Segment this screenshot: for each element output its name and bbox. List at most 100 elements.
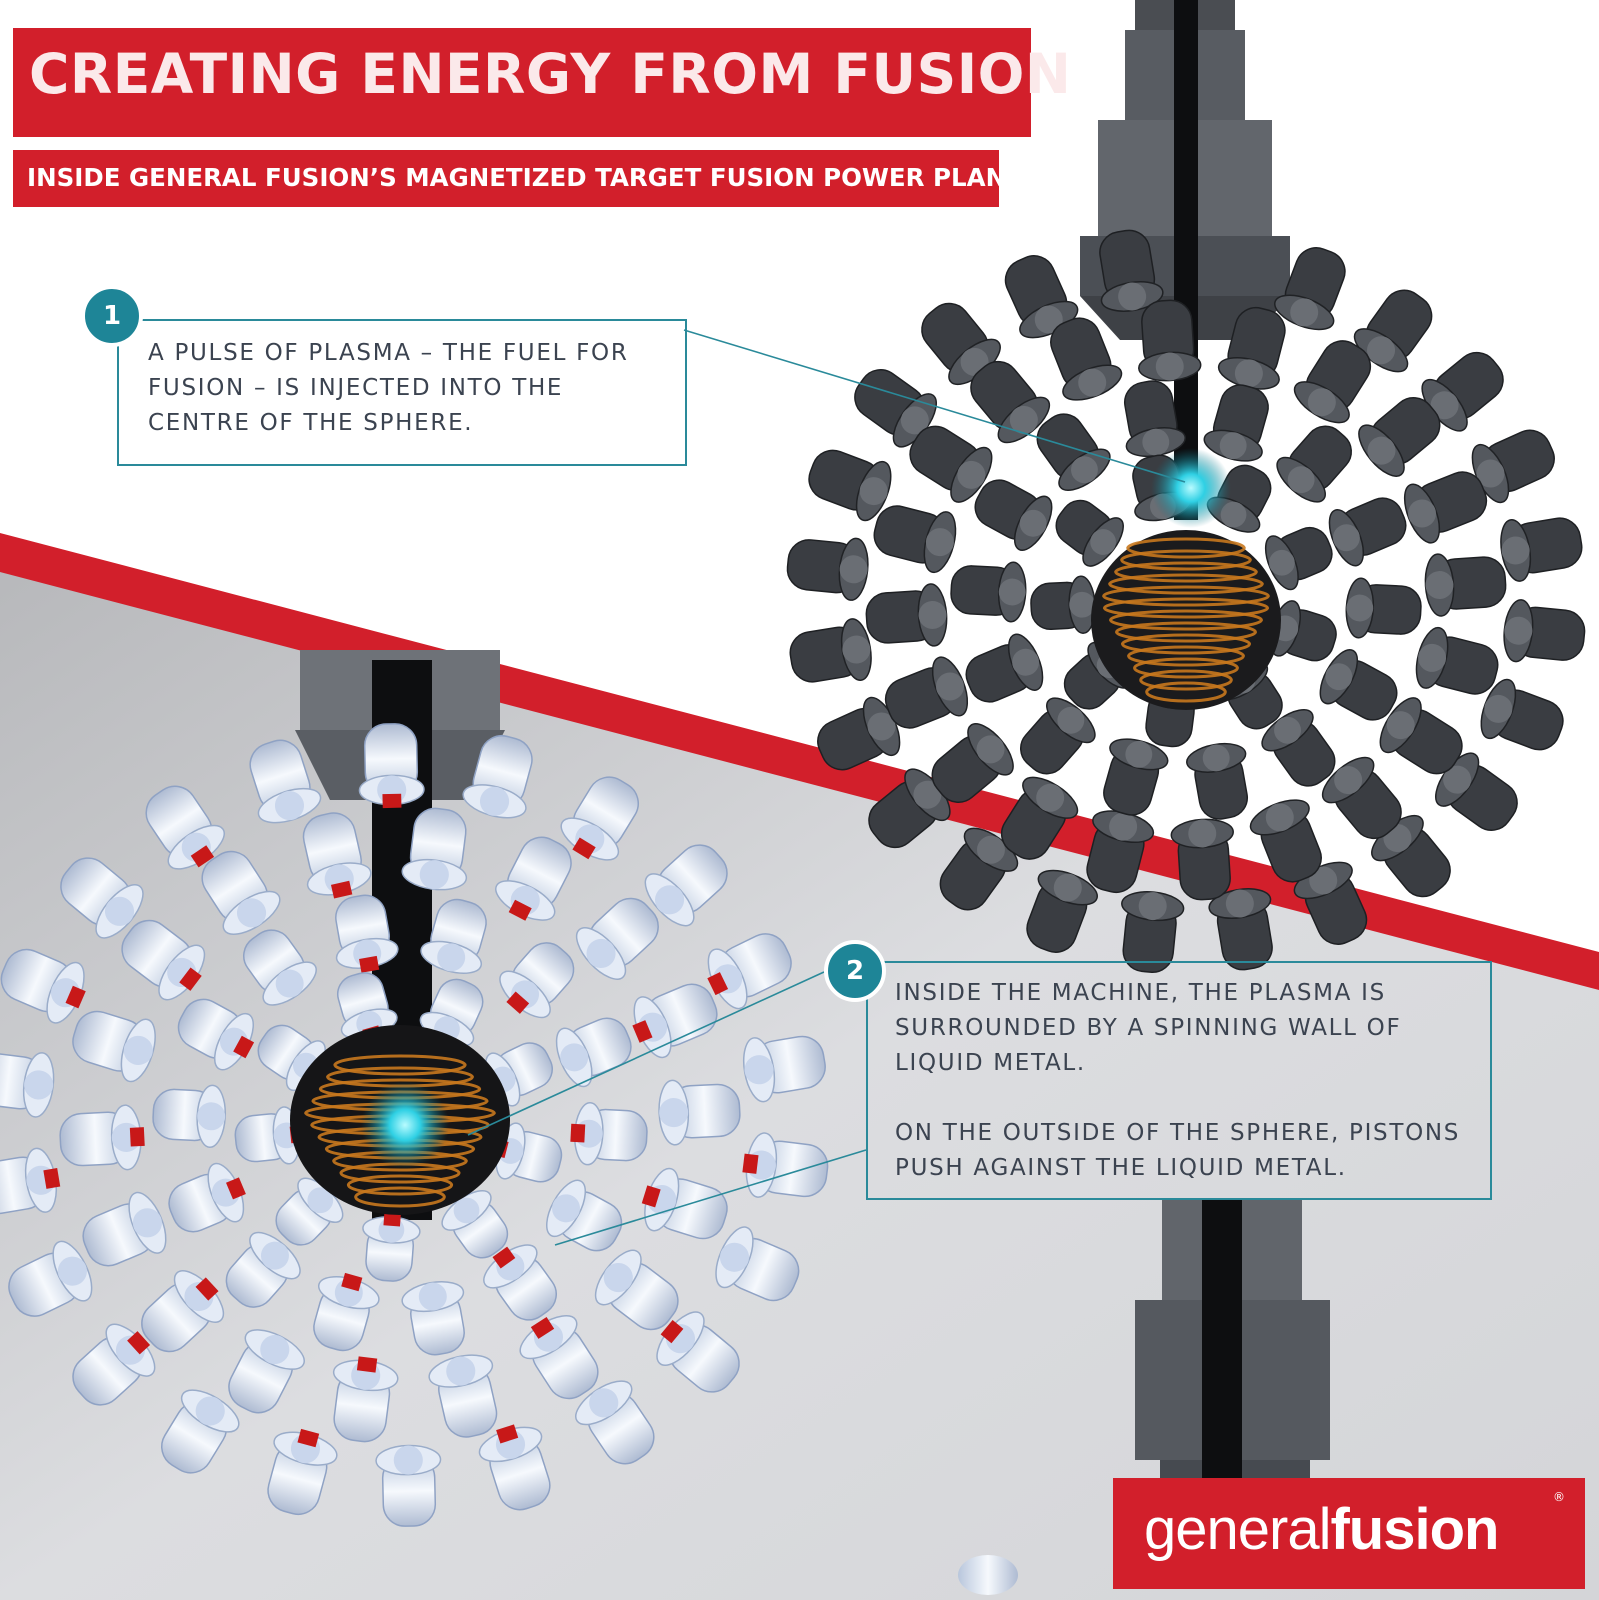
piston-shape bbox=[462, 734, 533, 819]
piston-shape bbox=[656, 1311, 740, 1393]
piston-shape bbox=[1421, 351, 1504, 432]
piston-shape bbox=[478, 1424, 551, 1511]
leader-line-2b bbox=[554, 1149, 867, 1246]
step-1-line: FUSION – IS INJECTED INTO THE bbox=[148, 375, 564, 401]
piston-shape bbox=[965, 633, 1044, 703]
piston-shape bbox=[72, 1010, 156, 1083]
step-2-text: INSIDE THE MACHINE, THE PLASMA IS SURROU… bbox=[895, 976, 1460, 1186]
piston-shape bbox=[817, 696, 901, 771]
piston-shape bbox=[375, 1444, 442, 1527]
piston-shape bbox=[1123, 380, 1186, 458]
piston-shape bbox=[570, 1101, 648, 1166]
registered-mark: ® bbox=[1553, 1490, 1565, 1504]
piston-shape bbox=[1170, 818, 1234, 901]
piston-shape bbox=[1345, 577, 1422, 639]
leader-line-2a bbox=[467, 971, 825, 1136]
piston-shape bbox=[1138, 299, 1202, 382]
piston-shape bbox=[1293, 861, 1368, 945]
dark-machine-render bbox=[1080, 0, 1290, 520]
piston-shape bbox=[1249, 799, 1322, 883]
piston-shape bbox=[1050, 317, 1123, 401]
piston-shape bbox=[909, 425, 993, 503]
piston-shape bbox=[72, 1323, 156, 1406]
piston-shape bbox=[82, 1191, 167, 1267]
piston-shape bbox=[575, 897, 659, 980]
piston-shape bbox=[177, 998, 255, 1071]
piston-shape bbox=[152, 1084, 227, 1149]
piston-shape bbox=[1036, 413, 1111, 492]
piston-shape bbox=[332, 1356, 399, 1443]
piston-shape bbox=[974, 479, 1053, 551]
piston-shape bbox=[0, 948, 86, 1024]
leader-line-1 bbox=[683, 329, 1186, 483]
piston-shape bbox=[428, 1354, 498, 1438]
piston-shape bbox=[644, 844, 728, 927]
piston-shape bbox=[168, 1162, 246, 1233]
subtitle-banner: INSIDE GENERAL FUSION’S MAGNETIZED TARGE… bbox=[13, 150, 1023, 207]
piston-shape bbox=[362, 1211, 421, 1282]
piston-shape bbox=[1103, 738, 1169, 816]
step-2-callout bbox=[866, 961, 1492, 1200]
piston-shape bbox=[1424, 553, 1507, 617]
step-2-number: 2 bbox=[845, 956, 865, 986]
piston-shape bbox=[1203, 384, 1269, 462]
piston-shape bbox=[59, 1104, 145, 1171]
piston-shape bbox=[1186, 742, 1249, 820]
piston-shape bbox=[884, 656, 969, 729]
piston-shape bbox=[1217, 306, 1286, 390]
page-subtitle: INSIDE GENERAL FUSION’S MAGNETIZED TARGE… bbox=[27, 163, 1023, 192]
plasma-glow-bottom bbox=[361, 1081, 449, 1169]
piston-shape bbox=[267, 1428, 338, 1516]
step-2-line: INSIDE THE MACHINE, THE PLASMA IS bbox=[895, 980, 1386, 1006]
piston-shape bbox=[555, 1017, 632, 1088]
piston-shape bbox=[1319, 649, 1398, 721]
piston-shape bbox=[594, 1249, 679, 1331]
piston-shape bbox=[742, 1035, 826, 1103]
piston-shape bbox=[225, 1231, 301, 1308]
piston-shape bbox=[1321, 756, 1402, 840]
plasma-glow-top bbox=[1151, 448, 1231, 528]
piston-shape bbox=[121, 919, 206, 1001]
title-banner: CREATING ENERGY FROM FUSION bbox=[13, 28, 1071, 137]
step-1-callout bbox=[117, 319, 687, 466]
vortex-rings-top bbox=[1102, 537, 1270, 703]
piston-shape bbox=[201, 850, 281, 935]
piston-shape bbox=[545, 1179, 623, 1252]
step-2-line: ON THE OUTSIDE OF THE SPHERE, PISTONS bbox=[895, 1120, 1461, 1146]
piston-shape bbox=[141, 1270, 225, 1353]
piston-shape bbox=[257, 1024, 326, 1092]
piston-shape bbox=[358, 723, 425, 809]
piston-shape bbox=[715, 1226, 800, 1302]
piston-shape bbox=[1415, 626, 1499, 695]
piston-shape bbox=[145, 785, 225, 870]
piston-shape bbox=[1208, 888, 1273, 971]
piston-shape bbox=[401, 807, 468, 891]
piston-shape bbox=[1019, 697, 1096, 775]
piston-shape bbox=[60, 857, 144, 939]
step-1-line: CENTRE OF THE SPHERE. bbox=[148, 410, 474, 436]
piston-shape bbox=[228, 1329, 305, 1414]
piston-shape bbox=[8, 1240, 93, 1317]
piston-shape bbox=[0, 1147, 61, 1215]
piston-shape bbox=[1353, 289, 1433, 373]
piston-shape bbox=[161, 1389, 240, 1474]
piston-shape bbox=[707, 933, 792, 1010]
piston-shape bbox=[786, 537, 869, 601]
piston-shape bbox=[1264, 526, 1333, 591]
piston-shape bbox=[939, 827, 1019, 911]
piston-shape bbox=[483, 1244, 557, 1321]
piston-shape bbox=[1276, 425, 1353, 503]
general-fusion-logo: generalfusion ® bbox=[1113, 1478, 1585, 1589]
piston-shape bbox=[313, 1272, 380, 1352]
piston-shape bbox=[1000, 776, 1079, 860]
piston-shape bbox=[742, 1132, 829, 1198]
piston-shape bbox=[1055, 499, 1124, 567]
wireframe-piston-array bbox=[0, 723, 829, 1527]
piston-shape bbox=[1026, 869, 1098, 953]
piston-shape bbox=[519, 1315, 599, 1400]
logo-wordmark: generalfusion bbox=[1144, 1496, 1499, 1563]
piston-shape bbox=[1030, 575, 1096, 634]
piston-shape bbox=[1379, 697, 1463, 775]
piston-shape bbox=[1121, 891, 1185, 974]
